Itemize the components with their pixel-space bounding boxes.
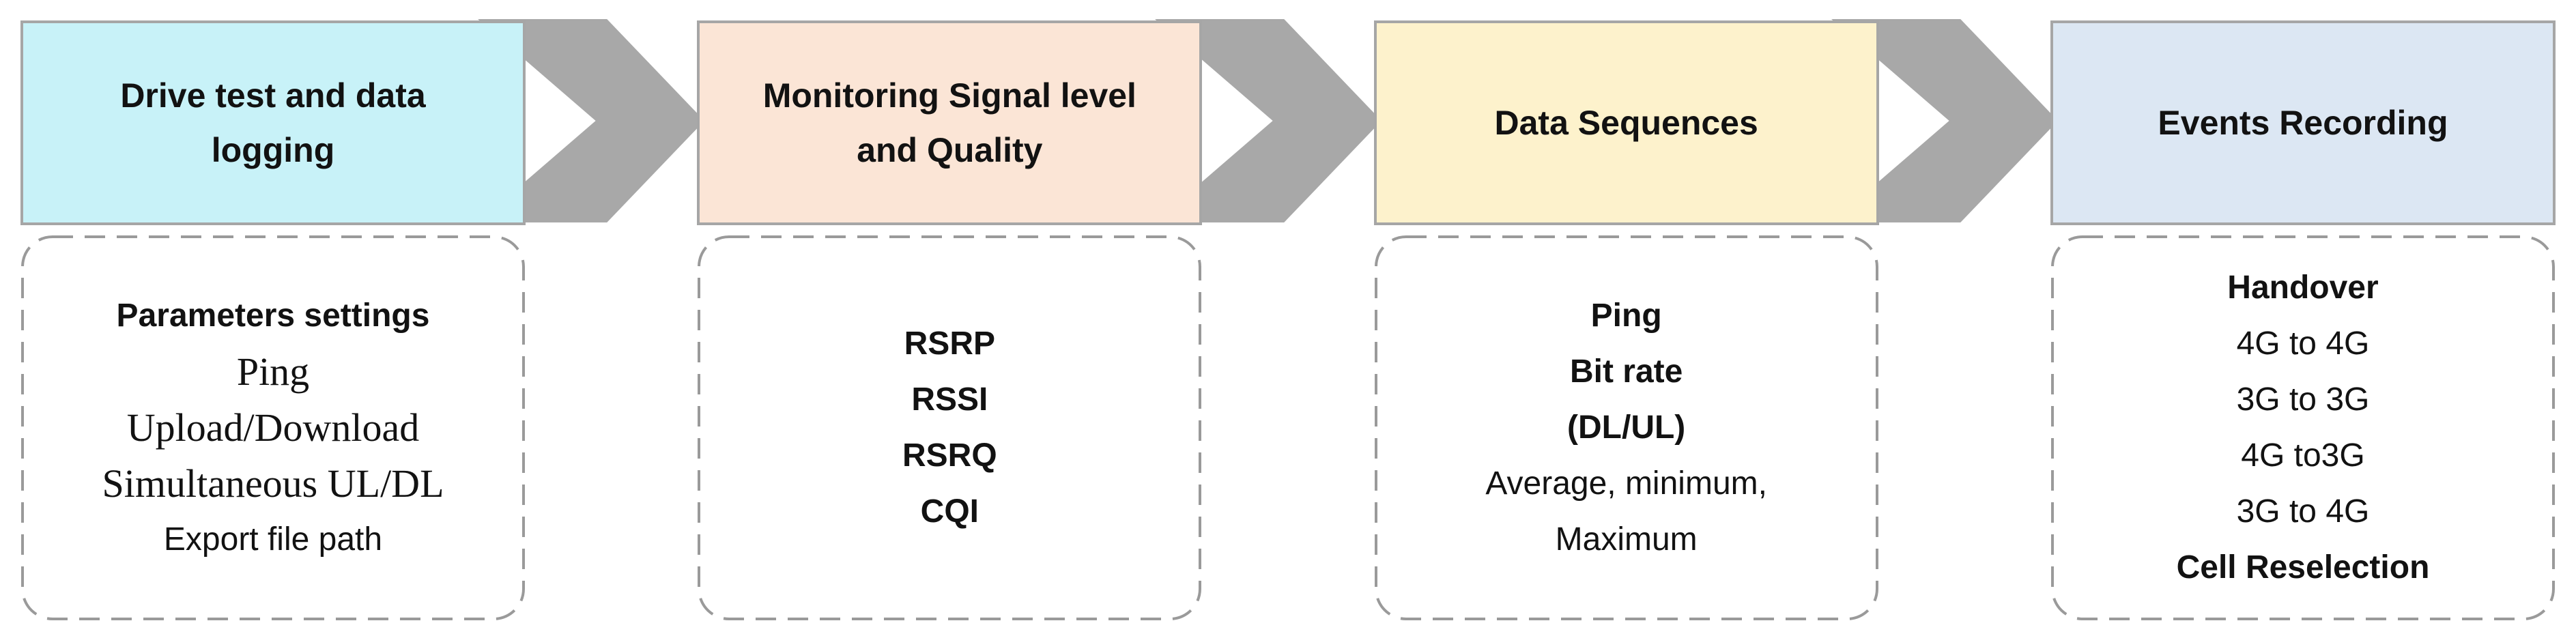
stage-title: Data Sequences [1494,104,1758,142]
dashed-border [2050,235,2555,620]
stage-header-box: Data Sequences [1373,20,1879,225]
stage-items: Parameters settings Ping Upload/Download… [20,235,526,621]
stage-details-box: Handover 4G to 4G 3G to 3G 4G to3G 3G to… [2050,235,2556,621]
stage-item: 3G to 3G [2236,381,2370,418]
stage-title: Events Recording [2158,104,2448,142]
stage-item: Ping [1590,298,1662,334]
stage-item: Handover [2227,270,2379,306]
stage-header-box: Monitoring Signal level and Quality [697,20,1203,225]
stage-data-sequences: Data Sequences Ping Bit rate (DL/UL) Ave… [1373,0,1879,636]
stage-item: Export file path [163,521,383,558]
stage-details-box: Ping Bit rate (DL/UL) Average, minimum, … [1374,235,1879,621]
stage-details-box: RSRP RSSI RSRQ CQI [697,235,1202,621]
stage-details-box: Parameters settings Ping Upload/Download… [20,235,526,621]
stage-item: Simultaneous UL/DL [102,461,444,506]
stage-header-box: Drive test and data logging [20,20,526,225]
dashed-border [698,235,1202,620]
stage-item: Maximum [1555,521,1698,558]
stage-item: Upload/Download [126,405,420,450]
stage-item: (DL/UL) [1567,409,1686,446]
stage-events-recording: Events Recording Handover 4G to 4G 3G to… [2050,0,2556,636]
stage-title: Monitoring Signal level and Quality [762,76,1136,169]
stage-item: RSRQ [902,437,997,474]
stage-item: 4G to3G [2241,437,2365,474]
stage-items: Ping Bit rate (DL/UL) Average, minimum, … [1374,235,1879,621]
stage-header-box: Events Recording [2050,20,2556,225]
stage-item: Average, minimum, [1485,465,1767,502]
stage-item: 4G to 4G [2236,326,2370,362]
stage-item: RSSI [911,381,988,418]
stage-title: Drive test and data logging [120,76,426,169]
stage-item: CQI [920,493,979,530]
stage-items: Handover 4G to 4G 3G to 3G 4G to3G 3G to… [2050,235,2556,621]
stage-signal-monitoring: Monitoring Signal level and Quality RSRP… [697,0,1203,636]
stage-item: Ping [236,349,310,394]
stage-item: 3G to 4G [2236,493,2370,530]
dashed-border [1374,235,1878,620]
dashed-border [21,235,525,620]
stage-drive-test: Drive test and data logging Parameters s… [20,0,526,636]
stage-item: Cell Reselection [2176,549,2430,586]
stage-item: Parameters settings [116,298,430,334]
stage-items: RSRP RSSI RSRQ CQI [697,235,1202,621]
stage-item: RSRP [904,326,995,362]
stage-item: Bit rate [1569,353,1683,390]
